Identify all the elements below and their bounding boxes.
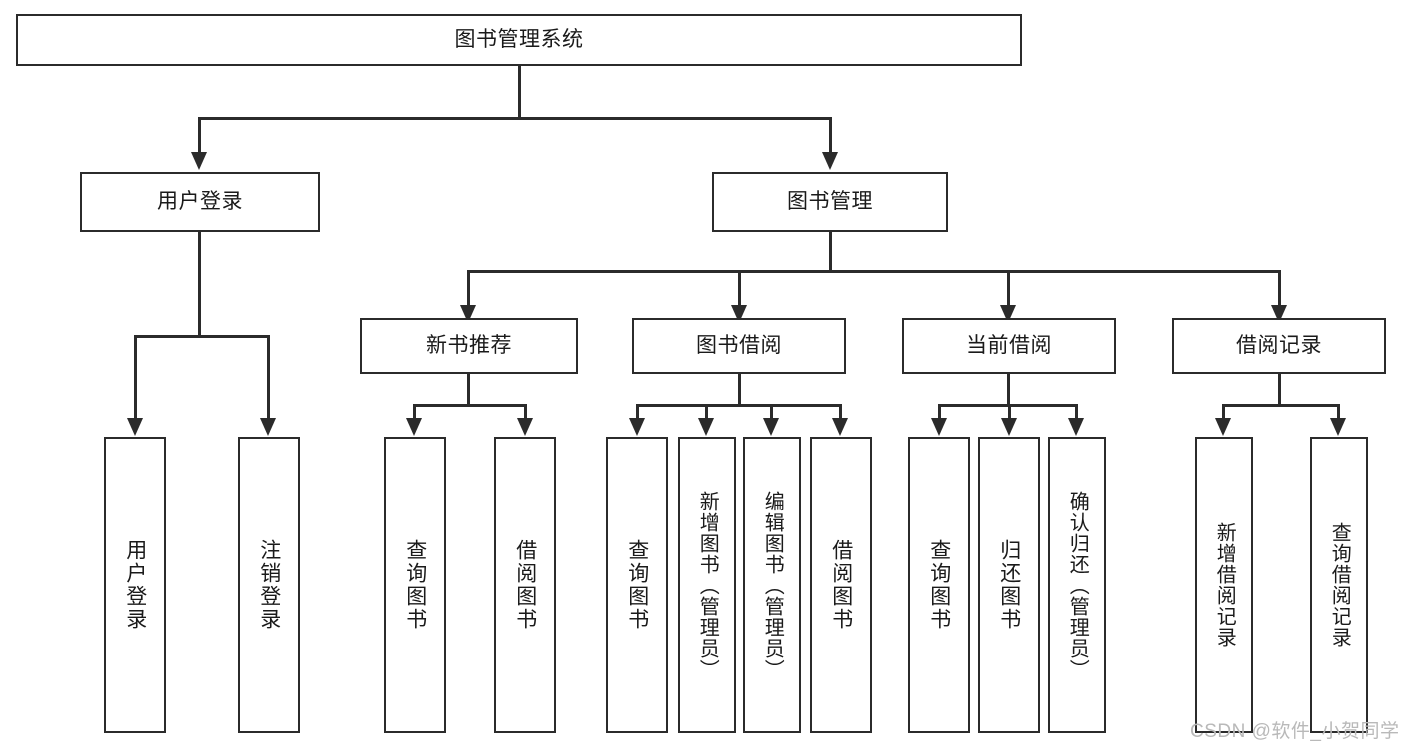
edge-user-login-leaf2	[267, 335, 270, 420]
node-leaf-bb-edit-book[interactable]: 编辑图书（管理员）	[743, 437, 801, 733]
edge-br-leaf1	[1222, 404, 1225, 420]
node-leaf-br-add-record[interactable]: 新增借阅记录	[1195, 437, 1253, 733]
edge-to-borrow-record	[1278, 270, 1281, 308]
edge-to-user-login	[198, 117, 201, 155]
node-leaf-cb-confirm-return[interactable]: 确认归还（管理员）	[1048, 437, 1106, 733]
node-leaf-bb-borrow-book[interactable]: 借阅图书	[810, 437, 872, 733]
edge-bb-leaf1	[636, 404, 639, 420]
edge-to-book-manage	[829, 117, 832, 155]
arrowhead-bb-leaf4	[832, 418, 848, 436]
node-leaf-bb-add-book[interactable]: 新增图书（管理员）	[678, 437, 736, 733]
arrowhead-br-leaf1	[1215, 418, 1231, 436]
edge-user-login-bus	[134, 335, 270, 338]
arrowhead-bb-leaf1	[629, 418, 645, 436]
edge-borrow-record-bus	[1222, 404, 1340, 407]
node-new-book-recommend[interactable]: 新书推荐	[360, 318, 578, 374]
node-current-borrow[interactable]: 当前借阅	[902, 318, 1116, 374]
edge-bb-leaf2	[705, 404, 708, 420]
edge-br-leaf2	[1337, 404, 1340, 420]
node-leaf-cb-query-book[interactable]: 查询图书	[908, 437, 970, 733]
csdn-watermark: CSDN @软件_小贺同学	[1190, 721, 1400, 742]
edge-to-book-borrow	[738, 270, 741, 308]
edge-user-login-leaf1	[134, 335, 137, 420]
edge-bb-leaf4	[839, 404, 842, 420]
node-borrow-record[interactable]: 借阅记录	[1172, 318, 1386, 374]
node-leaf-cb-return-book[interactable]: 归还图书	[978, 437, 1040, 733]
node-root-system[interactable]: 图书管理系统	[16, 14, 1022, 66]
node-leaf-nb-query-book[interactable]: 查询图书	[384, 437, 446, 733]
arrowhead-book-manage	[822, 152, 838, 170]
edge-root-stem	[518, 66, 521, 119]
arrowhead-cb-leaf2	[1001, 418, 1017, 436]
arrowhead-leaf-logout	[260, 418, 276, 436]
arrowhead-leaf-user-login	[127, 418, 143, 436]
arrowhead-bb-leaf2	[698, 418, 714, 436]
edge-new-book-leaf2	[524, 404, 527, 420]
arrowhead-cb-leaf1	[931, 418, 947, 436]
arrowhead-br-leaf2	[1330, 418, 1346, 436]
edge-book-borrow-stem	[738, 374, 741, 406]
node-leaf-bb-query-book[interactable]: 查询图书	[606, 437, 668, 733]
node-book-manage[interactable]: 图书管理	[712, 172, 948, 232]
node-book-borrow[interactable]: 图书借阅	[632, 318, 846, 374]
node-leaf-nb-borrow-book[interactable]: 借阅图书	[494, 437, 556, 733]
edge-user-login-stem	[198, 232, 201, 337]
arrowhead-user-login	[191, 152, 207, 170]
edge-cb-leaf1	[938, 404, 941, 420]
edge-new-book-leaf1	[413, 404, 416, 420]
node-leaf-br-query-record[interactable]: 查询借阅记录	[1310, 437, 1368, 733]
edge-bb-leaf3	[770, 404, 773, 420]
edge-new-book-stem	[467, 374, 470, 406]
edge-cb-leaf3	[1075, 404, 1078, 420]
edge-to-current-borrow	[1007, 270, 1010, 308]
arrowhead-nb-leaf2	[517, 418, 533, 436]
node-leaf-logout[interactable]: 注销登录	[238, 437, 300, 733]
edge-borrow-record-stem	[1278, 374, 1281, 406]
edge-new-book-bus	[413, 404, 527, 407]
edge-root-bus	[198, 117, 832, 120]
edge-book-manage-bus	[467, 270, 1281, 273]
arrowhead-cb-leaf3	[1068, 418, 1084, 436]
edge-cb-leaf2	[1008, 404, 1011, 420]
edge-book-borrow-bus	[636, 404, 842, 407]
arrowhead-bb-leaf3	[763, 418, 779, 436]
node-user-login[interactable]: 用户登录	[80, 172, 320, 232]
edge-book-manage-stem	[829, 232, 832, 272]
edge-to-new-book	[467, 270, 470, 308]
edge-current-borrow-stem	[1007, 374, 1010, 406]
arrowhead-nb-leaf1	[406, 418, 422, 436]
node-leaf-user-login[interactable]: 用户登录	[104, 437, 166, 733]
